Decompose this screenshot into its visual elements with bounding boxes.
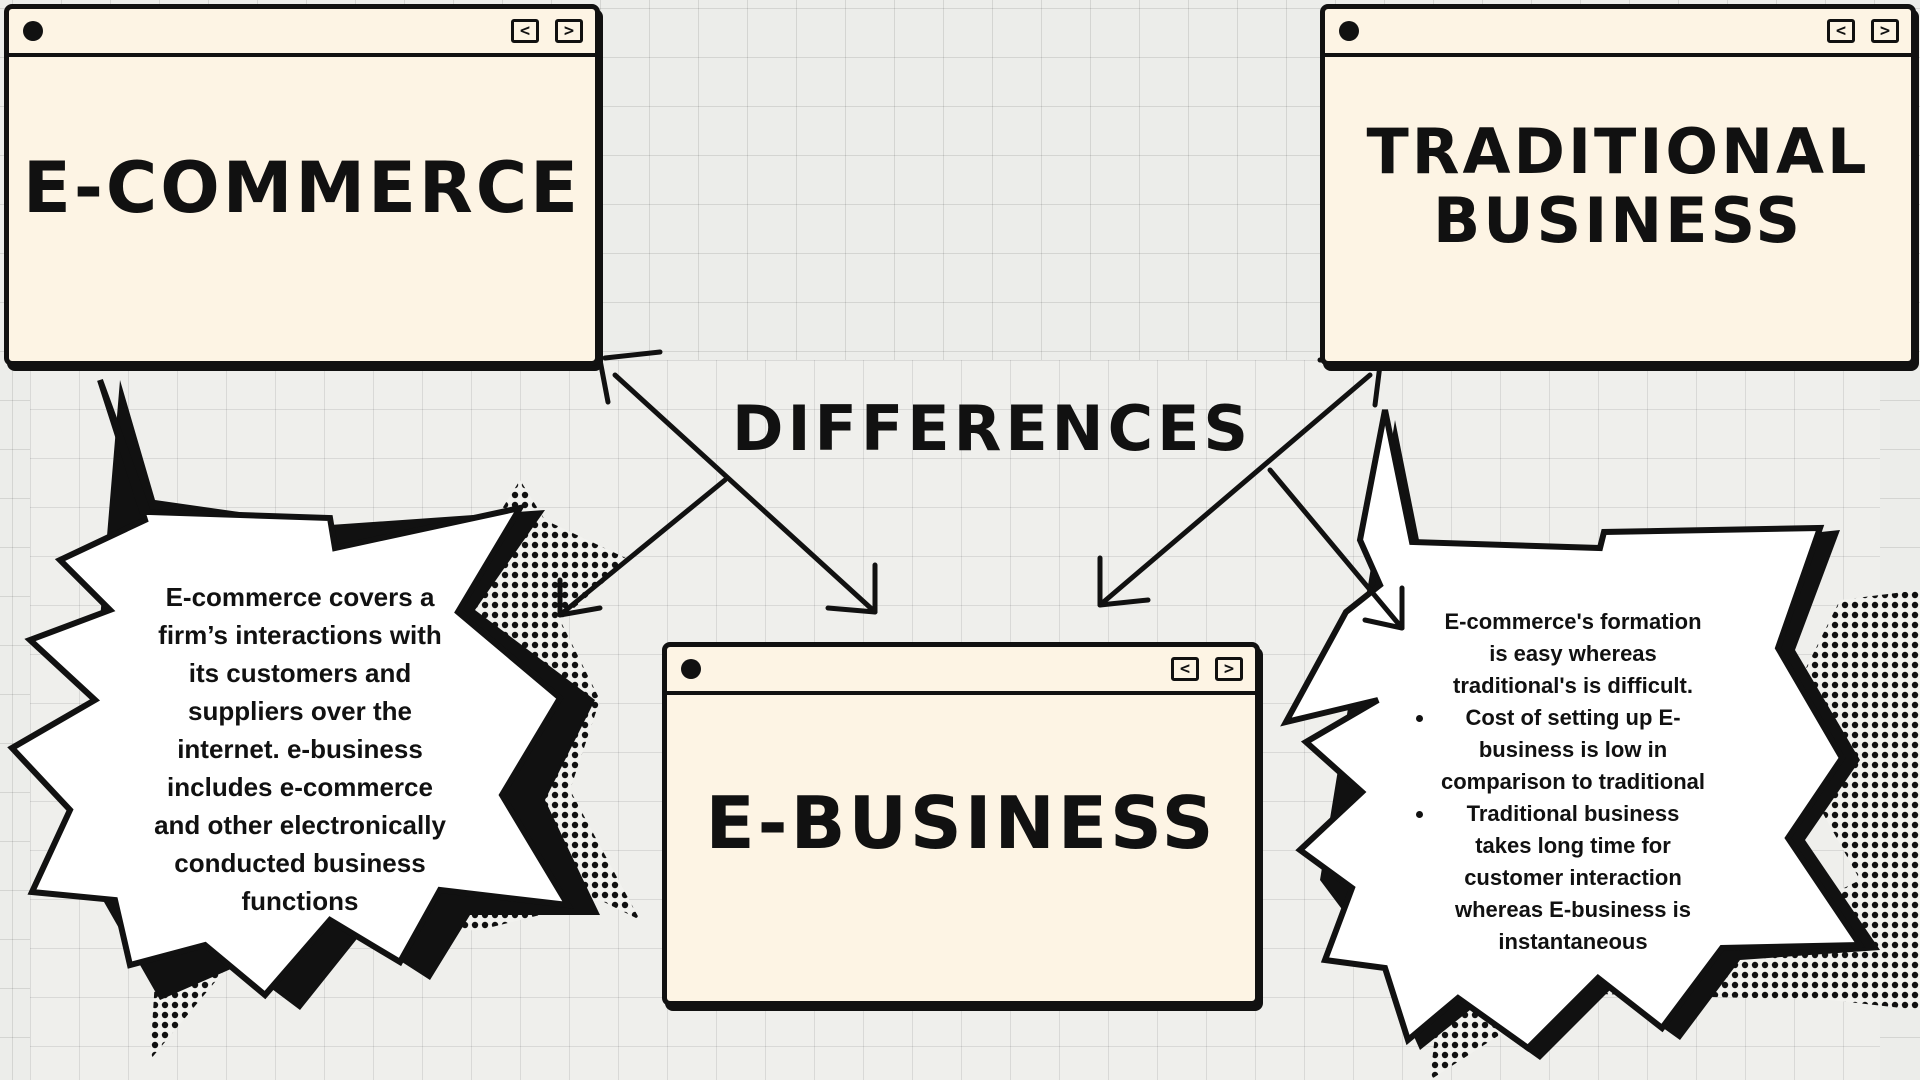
connector-arrows [557,349,1405,631]
traditional-business-window: < > TRADITIONAL BUSINESS [1320,4,1916,366]
chevron-right-icon[interactable]: > [1215,657,1243,681]
right-burst-halftone [1430,590,1920,1080]
ebusiness-window: < > E-BUSINESS [662,642,1260,1006]
right-bubble-item: E-commerce's formation is easy whereas t… [1444,609,1702,698]
arrow-ecommerce-to-ebusiness [612,372,878,615]
ecommerce-title: E-COMMERCE [23,147,581,229]
left-bubble-line: E-commerce covers a [165,582,435,612]
left-bubble-line: conducted business [174,848,426,878]
traditional-business-title: TRADITIONAL BUSINESS [1325,117,1911,256]
arrow-differences-to-right-bubble-head [1362,585,1405,631]
differences-heading: DIFFERENCES [732,392,1253,465]
arrow-differences-to-left-bubble-head [557,577,603,618]
ebusiness-title: E-BUSINESS [705,781,1217,865]
right-bubble-text: E-commerce's formation is easy whereas t… [1410,606,1710,958]
left-bubble-line: firm’s interactions with [158,620,442,650]
chevron-right-icon[interactable]: > [1871,19,1899,43]
left-bubble-text: E-commerce covers a firm’s interactions … [130,578,470,920]
left-bubble-line: functions [241,886,359,916]
window-title-bar: < > [667,647,1255,695]
right-bubble-item: Traditional business takes long time for… [1436,798,1710,958]
ecommerce-window: < > E-COMMERCE [4,4,600,366]
chevron-left-icon[interactable]: < [1827,19,1855,43]
window-dot-icon [681,659,701,679]
chevron-left-icon[interactable]: < [511,19,539,43]
right-burst [1280,409,1866,1052]
window-title-bar: < > [9,9,595,57]
traditional-title-line1: TRADITIONAL [1366,115,1870,188]
arrow-ecommerce-shaft-top [602,349,663,361]
window-title-bar: < > [1325,9,1911,57]
right-bubble-list: E-commerce's formation is easy whereas t… [1410,606,1710,958]
arrow-ecommerce-shaft-left [597,357,611,405]
chevron-right-icon[interactable]: > [555,19,583,43]
traditional-title-line2: BUSINESS [1432,184,1804,258]
left-bubble-line: its customers and [188,658,412,688]
arrow-traditional-shaft-right [1372,362,1383,408]
arrow-differences-to-right-bubble [1267,467,1405,631]
left-bubble-line: internet. e-business [177,734,423,764]
right-bubble-item: Cost of setting up E-business is low in … [1436,702,1710,798]
window-dot-icon [23,21,43,41]
arrow-differences-to-left-bubble [557,477,728,618]
chevron-left-icon[interactable]: < [1171,657,1199,681]
left-bubble-line: and other electronically [154,810,446,840]
arrow-traditional-to-ebusiness [1097,372,1373,608]
arrow-traditional-to-ebusiness-head [1097,555,1151,608]
arrow-ecommerce-to-ebusiness-head [825,562,878,615]
left-bubble-line: includes e-commerce [167,772,433,802]
window-dot-icon [1339,21,1359,41]
left-burst [7,378,574,1000]
left-bubble-line: suppliers over the [188,696,412,726]
